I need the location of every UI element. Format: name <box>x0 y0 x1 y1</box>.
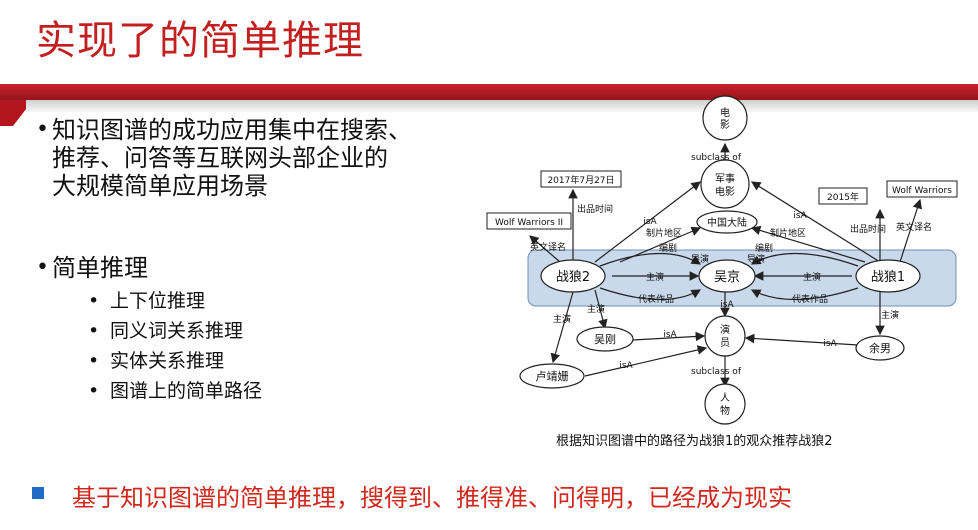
edge-release: 出品时间 <box>850 223 886 235</box>
node-yunan: 余男 <box>869 341 891 355</box>
edge-isA: isA <box>793 211 807 221</box>
edge-star: 主演 <box>646 271 664 283</box>
node-wolf1: 战狼1 <box>871 270 905 285</box>
bullet-2-label: 简单推理 <box>52 254 148 282</box>
edge-subclass: subclass of <box>691 153 742 163</box>
bullet-1-line: 推荐、问答等互联网头部企业的 <box>52 144 388 172</box>
literal-boxes <box>486 170 958 230</box>
bullet-dot: • <box>36 117 49 142</box>
sub-bullet: 同义词关系推理 <box>88 316 262 346</box>
node-china: 中国大陆 <box>707 216 747 229</box>
sub-bullet-list: 上下位推理 同义词关系推理 实体关系推理 图谱上的简单路径 <box>88 286 262 406</box>
bullet-1-line: 知识图谱的成功应用集中在搜索、 <box>52 116 412 144</box>
edge-isA: isA <box>663 330 677 340</box>
edge-subclass: subclass of <box>691 367 742 377</box>
square-bullet <box>32 487 44 499</box>
edge-works: 代表作品 <box>792 293 828 305</box>
sub-bullet: 实体关系推理 <box>88 346 262 376</box>
box-ww2: Wolf Warriors II <box>495 218 563 228</box>
edge-isA: isA <box>619 361 633 371</box>
node-military-line1: 军事 <box>715 172 735 185</box>
bullet-dot: • <box>36 255 49 280</box>
edge-writer: 编剧 <box>659 242 677 254</box>
graph-nodes <box>519 95 921 425</box>
edge-star: 主演 <box>553 313 571 325</box>
edge-isA: isA <box>643 217 657 227</box>
box-date1: 2015年 <box>827 191 859 203</box>
edge-isA: isA <box>823 339 837 349</box>
node-lujingshan: 卢靖姗 <box>536 369 569 383</box>
edge-works: 代表作品 <box>638 293 674 305</box>
edge-english: 英文译名 <box>530 241 566 253</box>
node-actor-line1: 演 <box>720 323 730 336</box>
edge-star: 主演 <box>803 271 821 283</box>
edge-director: 导演 <box>691 253 709 265</box>
knowledge-graph-diagram: 电 影 军事 电影 中国大陆 战狼2 吴京 战狼1 吴刚 演 员 余男 卢靖姗 … <box>486 95 958 425</box>
bullet-1-line: 大规模简单应用场景 <box>52 172 268 200</box>
slide-title: 实现了的简单推理 <box>36 18 364 64</box>
box-ww1: Wolf Warriors <box>892 186 952 196</box>
node-movie-line1: 电 <box>720 106 730 119</box>
node-wolf2: 战狼2 <box>556 270 590 285</box>
node-person-line1: 人 <box>720 392 730 404</box>
sub-bullet: 图谱上的简单路径 <box>88 376 262 406</box>
edge-star: 主演 <box>881 309 899 321</box>
edge-region: 制片地区 <box>646 227 682 239</box>
edge-release: 出品时间 <box>577 203 613 215</box>
sub-bullet: 上下位推理 <box>88 286 262 316</box>
graph-edges <box>529 142 922 388</box>
edge-english: 英文译名 <box>896 221 932 233</box>
title-bar-tab <box>0 100 26 126</box>
edge-director: 导演 <box>747 253 765 265</box>
node-wugang: 吴刚 <box>594 333 616 346</box>
bullet-2: • 简单推理 <box>36 254 148 282</box>
bullet-1: • 知识图谱的成功应用集中在搜索、 推荐、问答等互联网头部企业的 大规模简单应用… <box>36 116 462 200</box>
node-person-line2: 物 <box>720 404 730 417</box>
edge-star: 主演 <box>587 303 605 315</box>
edge-region: 制片地区 <box>770 227 806 239</box>
node-movie-line2: 影 <box>720 119 730 131</box>
bottom-statement-text: 基于知识图谱的简单推理，搜得到、推得准、问得明，已经成为现实 <box>72 484 792 512</box>
edge-writer: 编剧 <box>755 242 773 254</box>
node-actor-line2: 员 <box>720 337 730 349</box>
diagram-caption: 根据知识图谱中的路径为战狼1的观众推荐战狼2 <box>556 434 833 449</box>
edge-isA: isA <box>720 300 734 310</box>
node-wujing: 吴京 <box>714 270 740 285</box>
node-military-line2: 电影 <box>715 185 735 198</box>
box-date2: 2017年7月27日 <box>547 174 614 186</box>
